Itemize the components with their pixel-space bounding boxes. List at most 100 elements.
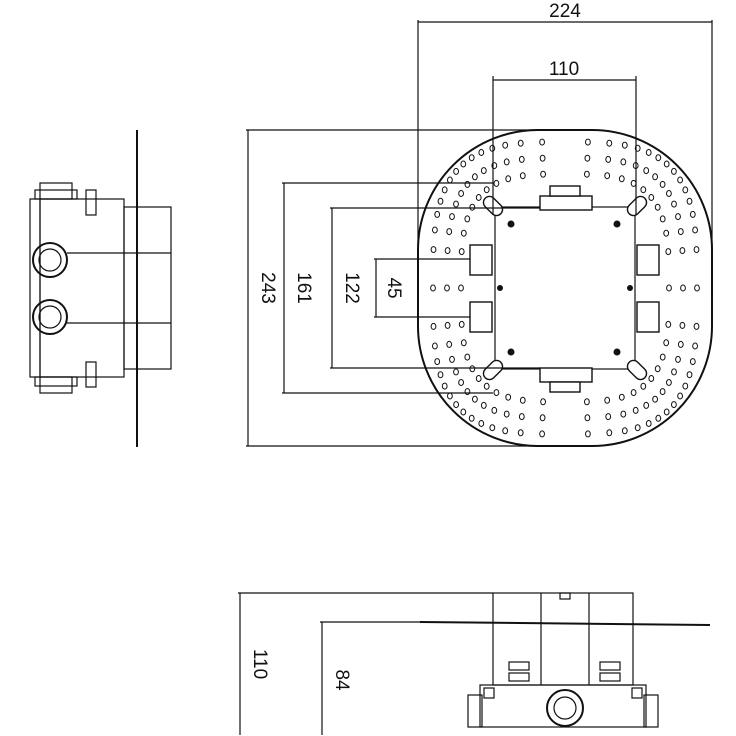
plate-hole [605, 155, 612, 163]
corner-slot [626, 195, 648, 217]
dim-110b-label: 110 [249, 649, 270, 679]
plate-hole [606, 139, 613, 147]
plate-hole [483, 382, 490, 390]
plate-hole [693, 246, 700, 254]
plate-hole [517, 139, 524, 147]
upper-port-inner [38, 248, 62, 272]
plate-hole [645, 149, 652, 156]
plate-hole [632, 406, 639, 414]
plate-hole [663, 229, 670, 237]
plate-hole [453, 200, 459, 208]
plate-hole [430, 322, 437, 330]
right-tab-lower [636, 301, 660, 333]
plate-hole [689, 210, 696, 218]
bottom-body [492, 592, 634, 686]
bottom-housing [479, 684, 647, 728]
plate-hole [643, 401, 650, 409]
plate-hole [682, 186, 689, 194]
plate-hole [480, 167, 487, 175]
plate-hole [444, 321, 451, 329]
plate-hole [584, 170, 590, 178]
bottom-port-inner [553, 696, 577, 720]
plate-hole [475, 375, 482, 382]
plate-hole [540, 170, 546, 178]
plate-hole [666, 284, 672, 292]
plate-hole [680, 284, 686, 292]
body-flange [29, 198, 41, 378]
plate-hole [478, 420, 485, 427]
plate-hole [478, 149, 485, 156]
plate-hole [692, 226, 698, 234]
dim-45-label: 45 [383, 277, 404, 298]
plate-hole [540, 398, 546, 406]
plate-hole [621, 141, 628, 149]
plate-hole [446, 340, 453, 348]
plate-hole [489, 144, 496, 152]
plate-hole [677, 340, 684, 348]
plate-hole [518, 413, 525, 421]
plate-hole [502, 427, 509, 435]
plate-hole [539, 154, 546, 162]
plate-hole [472, 395, 478, 403]
plate-hole [584, 414, 591, 422]
plate-hole [453, 167, 460, 175]
plate-hole [620, 410, 627, 418]
side-view [29, 130, 172, 447]
plate-hole [503, 158, 510, 166]
plate-hole [493, 389, 500, 397]
plate-hole [518, 155, 525, 163]
top-lug [85, 189, 97, 216]
bottom-right-cap [631, 687, 643, 699]
plate-hole [634, 144, 641, 152]
bottom-tab [539, 367, 593, 383]
plate-hole [539, 430, 545, 438]
plate-hole [483, 186, 490, 194]
plate-hole [491, 162, 498, 170]
plate-hole [458, 190, 465, 197]
plate-hole [449, 355, 455, 363]
plate-hole [432, 226, 438, 234]
plate-hole [432, 342, 438, 350]
plate-hole [665, 320, 672, 328]
dim-161-label: 161 [293, 272, 314, 304]
plate-hole [679, 247, 686, 255]
bottom-fitting [39, 376, 73, 394]
plate-hole [460, 408, 467, 416]
bottom-notch [559, 592, 571, 600]
bottom-fitting-nut [34, 376, 78, 387]
dim-122-label: 122 [341, 272, 362, 304]
plate-hole [519, 172, 526, 180]
plate-hole [640, 382, 647, 390]
plate-hole [630, 179, 637, 187]
bottom-lug [85, 361, 97, 388]
plate-hole [458, 248, 465, 256]
plate-hole [620, 158, 627, 166]
plate-hole [665, 248, 672, 256]
bottom-window [599, 661, 621, 671]
left-tab-lower [469, 301, 493, 333]
plate-hole [652, 173, 658, 181]
plate-hole [430, 246, 437, 254]
plate-hole [584, 154, 591, 162]
plate-hole [682, 382, 689, 390]
plate-hole [677, 392, 683, 400]
screw-dot [507, 348, 515, 356]
bottom-window [508, 672, 530, 682]
plate-hole [618, 175, 625, 183]
front-view: 224 110 243 161 122 45 [246, 1, 713, 447]
plate-hole [604, 396, 611, 404]
top-tab [539, 195, 593, 211]
plate-hole [659, 388, 666, 396]
screw-dot [507, 220, 515, 228]
plate-hole [652, 395, 658, 403]
plate-hole [493, 179, 500, 187]
plate-hole [648, 194, 655, 201]
plate-hole [458, 379, 465, 386]
top-fitting-nut [34, 189, 78, 200]
plate-hole [519, 396, 526, 404]
bottom-left-fitting [467, 694, 483, 728]
bottom-tab-knob [549, 381, 581, 393]
plate-hole [671, 200, 677, 208]
